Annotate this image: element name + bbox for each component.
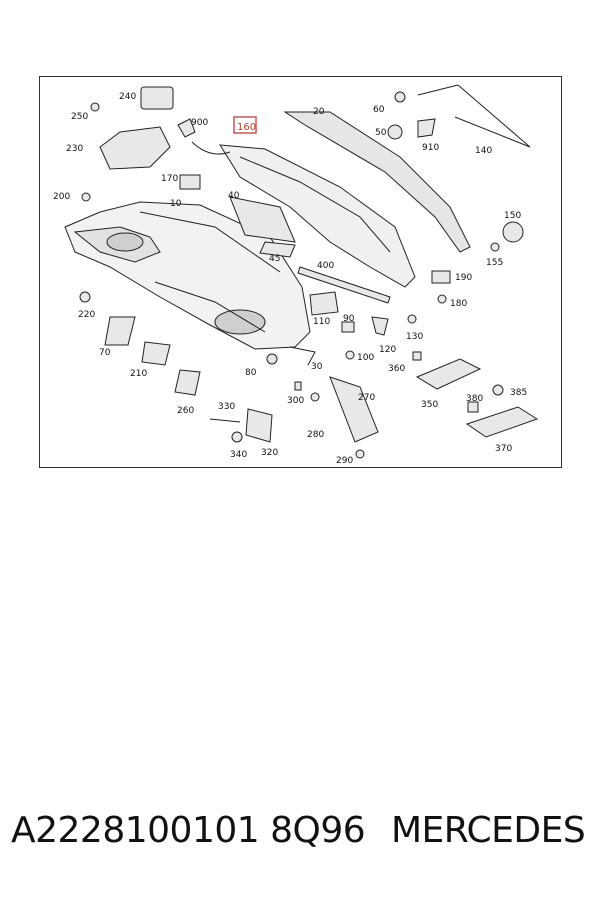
part-250 (90, 102, 100, 112)
parts-diagram: 240 250 230 900 160 20 60 50 910 140 170… (39, 76, 562, 468)
callout-900: 900 (191, 118, 208, 128)
callout-20: 20 (313, 107, 325, 117)
callout-110: 110 (313, 317, 330, 327)
part-400 (297, 266, 391, 304)
callout-45: 45 (269, 254, 280, 264)
callout-40: 40 (228, 191, 240, 201)
part-50 (387, 124, 403, 140)
part-220 (79, 291, 91, 303)
highlight-box (233, 116, 257, 134)
part-110 (309, 291, 339, 316)
part-190 (431, 270, 451, 284)
part-370 (465, 406, 539, 438)
small-parts (79, 84, 539, 459)
callout-210: 210 (130, 369, 147, 379)
part-300 (294, 381, 302, 391)
callout-910: 910 (422, 143, 439, 153)
part-30 (289, 346, 316, 366)
part-380 (467, 401, 479, 413)
callout-50: 50 (375, 128, 387, 138)
part-45 (259, 241, 296, 258)
callout-240: 240 (119, 92, 136, 102)
callout-250: 250 (71, 112, 88, 122)
part-155 (490, 242, 500, 252)
callout-150: 150 (504, 211, 521, 221)
callout-200: 200 (53, 192, 70, 202)
callout-60: 60 (373, 105, 385, 115)
callout-190: 190 (455, 273, 472, 283)
callout-180: 180 (450, 299, 467, 309)
part-270 (329, 376, 379, 443)
part-340 (231, 431, 243, 443)
part-360 (412, 351, 422, 361)
callout-220: 220 (78, 310, 95, 320)
callout-320: 320 (261, 448, 278, 458)
part-200 (81, 192, 91, 202)
callout-400: 400 (317, 261, 334, 271)
part-900 (177, 118, 196, 138)
part-280 (310, 392, 320, 402)
part-170 (179, 174, 201, 190)
part-260 (174, 369, 201, 396)
callout-170: 170 (161, 174, 178, 184)
callout-10: 10 (170, 199, 182, 209)
part-120 (371, 316, 389, 336)
callout-90: 90 (343, 314, 355, 324)
callout-80: 80 (245, 368, 257, 378)
part-140-line1 (417, 84, 459, 96)
part-910 (417, 118, 436, 138)
carrier-bracket-part (219, 144, 416, 288)
brand-name: MERCEDES (391, 810, 586, 851)
callout-270: 270 (358, 393, 375, 403)
part-130 (407, 314, 417, 324)
part-90 (341, 321, 355, 333)
callout-70: 70 (99, 348, 111, 358)
callout-290: 290 (336, 456, 353, 466)
part-number: A2228100101 8Q96 (11, 810, 366, 851)
dashboard-body-part (64, 201, 311, 350)
part-70 (104, 316, 136, 346)
callout-370: 370 (495, 444, 512, 454)
callout-380: 380 (466, 394, 483, 404)
part-350 (415, 358, 482, 390)
part-140-line3 (454, 116, 531, 148)
part-240 (140, 86, 174, 110)
part-60 (394, 91, 406, 103)
callout-160: 160 (237, 122, 256, 133)
callout-385: 385 (510, 388, 527, 398)
callout-360: 360 (388, 364, 405, 374)
callout-260: 260 (177, 406, 194, 416)
footer: A2228100101 8Q96 MERCEDES (11, 810, 591, 860)
callout-120: 120 (379, 345, 396, 355)
callout-140: 140 (475, 146, 492, 156)
part-40 (229, 196, 296, 243)
part-320 (245, 408, 273, 443)
callout-340: 340 (230, 450, 247, 460)
exploded-view-drawing: 240 250 230 900 160 20 60 50 910 140 170… (53, 84, 539, 466)
callout-300: 300 (287, 396, 304, 406)
part-180 (437, 294, 447, 304)
callout-30: 30 (311, 362, 323, 372)
part-80 (266, 353, 278, 365)
upper-trim-panel-part (283, 111, 471, 253)
part-290 (355, 449, 365, 459)
part-230 (99, 126, 171, 170)
callout-350: 350 (421, 400, 438, 410)
callout-155: 155 (486, 258, 503, 268)
part-140-line2 (457, 84, 531, 148)
part-210 (141, 341, 171, 366)
callout-280: 280 (307, 430, 324, 440)
callout-230: 230 (66, 144, 83, 154)
callout-100: 100 (357, 353, 374, 363)
part-330 (209, 418, 241, 423)
part-150 (502, 221, 524, 243)
part-100 (345, 350, 355, 360)
callout-130: 130 (406, 332, 423, 342)
callout-330: 330 (218, 402, 235, 412)
part-385 (492, 384, 504, 396)
